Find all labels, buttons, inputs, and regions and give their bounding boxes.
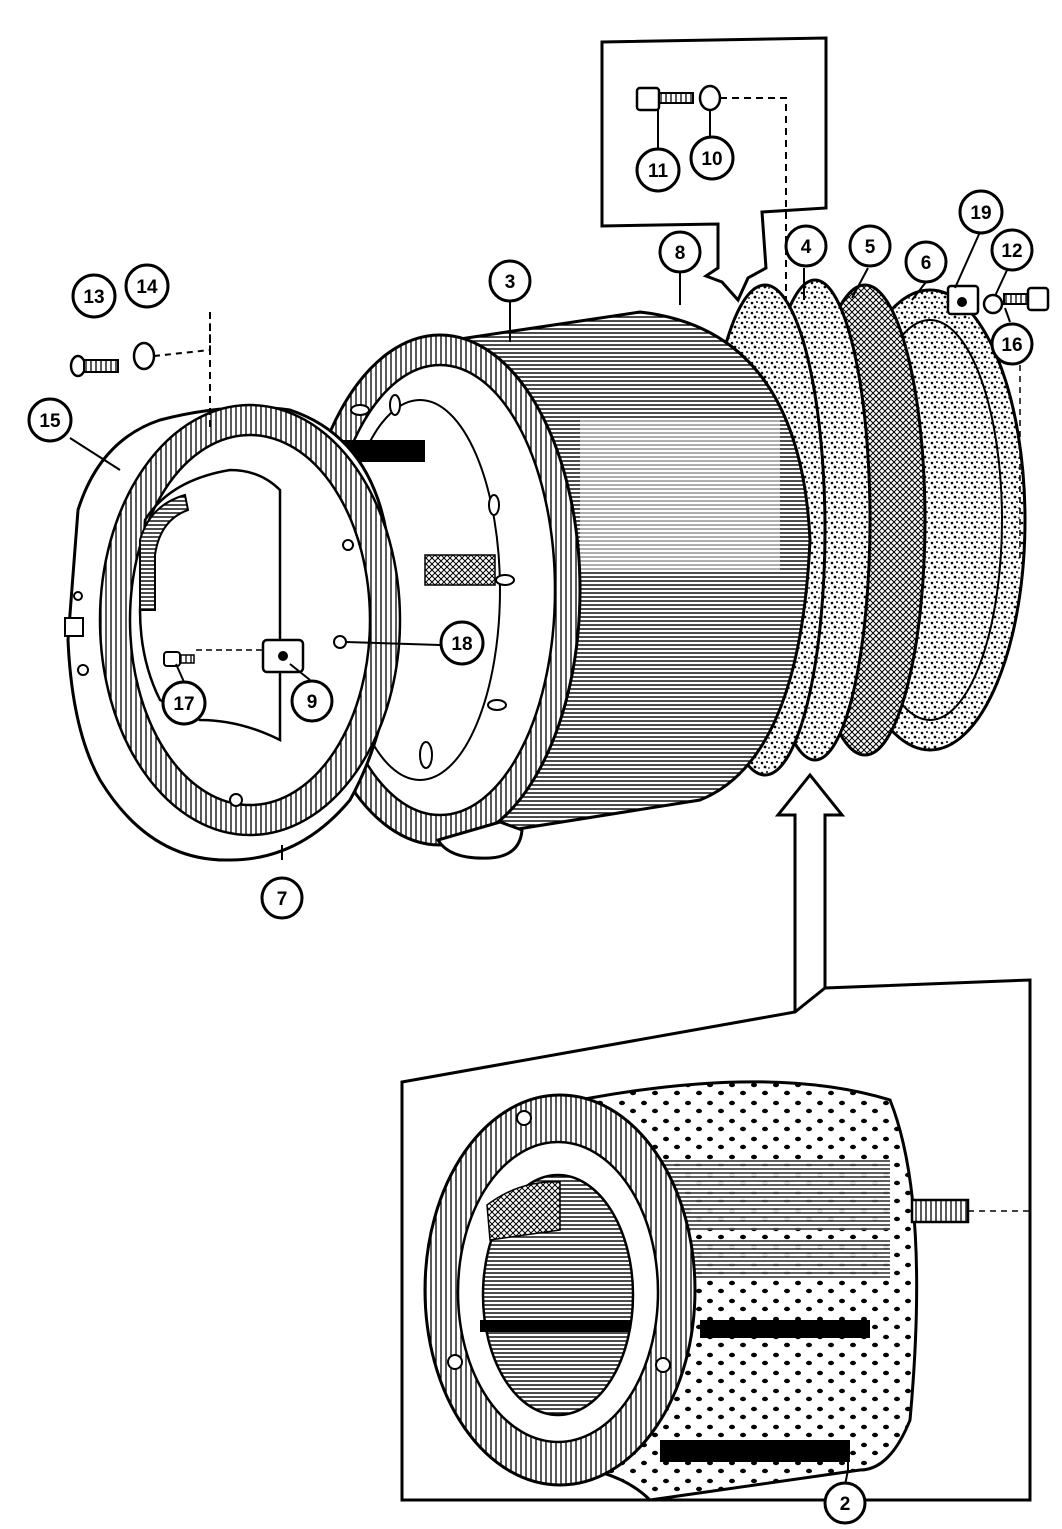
callout-19-label: 19 bbox=[970, 203, 991, 224]
leader-lines bbox=[69, 231, 1011, 1486]
callout-5: 5 bbox=[848, 224, 892, 268]
callout-10-label: 10 bbox=[701, 149, 722, 170]
callout-2: 2 bbox=[823, 1481, 867, 1525]
callout-16: 16 bbox=[990, 322, 1034, 366]
callout-14: 14 bbox=[124, 263, 170, 309]
callout-3: 3 bbox=[488, 259, 532, 303]
callout-9-label: 9 bbox=[307, 692, 318, 713]
inset-arrow bbox=[774, 772, 846, 1012]
callout-12: 12 bbox=[990, 228, 1034, 272]
callout-3-label: 3 bbox=[505, 272, 516, 293]
outer-tub-assembly bbox=[298, 278, 1027, 860]
callout-5-label: 5 bbox=[865, 237, 876, 258]
lower-detail-inset bbox=[400, 978, 1032, 1502]
bracket-19 bbox=[946, 284, 980, 316]
callout-8-label: 8 bbox=[675, 243, 686, 264]
callout-11-label: 11 bbox=[648, 161, 669, 182]
callout-13: 13 bbox=[71, 273, 117, 319]
callout-17: 17 bbox=[161, 680, 207, 726]
screw-17 bbox=[163, 651, 195, 667]
callout-18: 18 bbox=[439, 620, 485, 666]
hex-bolt-11 bbox=[635, 86, 694, 112]
callout-4: 4 bbox=[784, 224, 828, 268]
callout-12-label: 12 bbox=[1001, 241, 1022, 262]
callout-2-label: 2 bbox=[840, 1494, 851, 1515]
washer-12 bbox=[982, 293, 1004, 315]
callouts: 2 3 4 5 6 7 8 9 bbox=[27, 135, 1034, 1525]
callout-6-label: 6 bbox=[921, 253, 932, 274]
seal-strip-15 bbox=[139, 493, 190, 611]
callout-13-label: 13 bbox=[83, 287, 104, 308]
callout-18-label: 18 bbox=[451, 634, 472, 655]
callout-4-label: 4 bbox=[801, 237, 812, 258]
front-bulkhead-7 bbox=[64, 312, 402, 862]
callout-7-label: 7 bbox=[277, 889, 288, 910]
callout-15-label: 15 bbox=[39, 411, 61, 432]
drum-shaft bbox=[910, 1198, 970, 1224]
washer-14 bbox=[132, 341, 156, 371]
callout-10: 10 bbox=[689, 135, 735, 181]
callout-16-label: 16 bbox=[1001, 335, 1022, 356]
callout-14-label: 14 bbox=[136, 277, 158, 298]
callout-11: 11 bbox=[635, 147, 681, 193]
callout-7: 7 bbox=[260, 876, 304, 920]
bolt-16 bbox=[1003, 286, 1050, 312]
callout-6: 6 bbox=[904, 240, 948, 284]
washer-10 bbox=[698, 84, 722, 112]
callout-19: 19 bbox=[958, 189, 1004, 235]
latch-9 bbox=[261, 638, 305, 674]
callout-9: 9 bbox=[290, 679, 334, 723]
callout-17-label: 17 bbox=[173, 694, 194, 715]
screw-18 bbox=[333, 635, 347, 649]
screw-13 bbox=[69, 354, 119, 378]
callout-8: 8 bbox=[658, 230, 702, 274]
callout-15: 15 bbox=[27, 397, 73, 443]
tub-foot bbox=[435, 820, 524, 860]
